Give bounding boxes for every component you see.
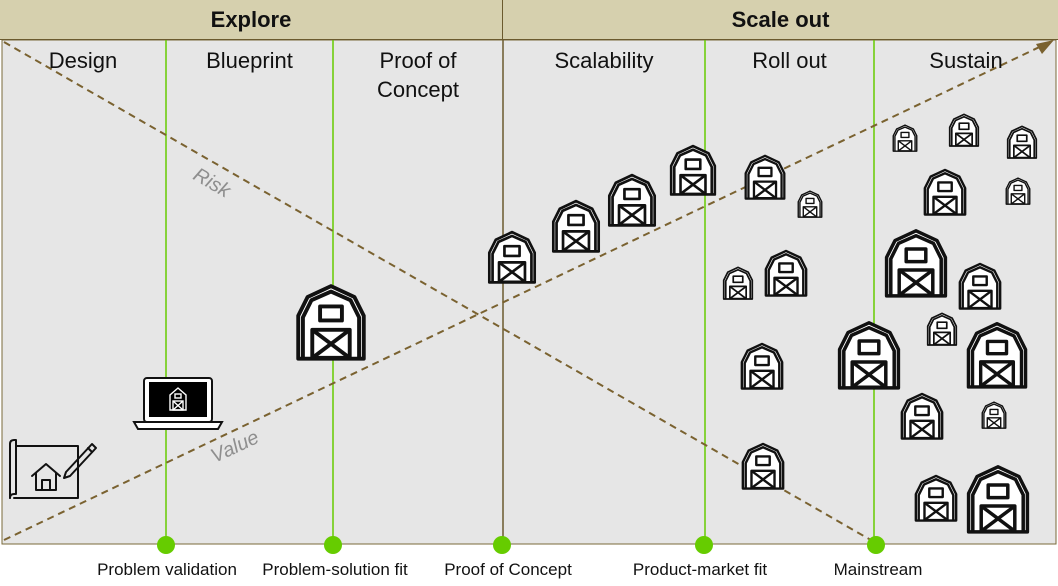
blueprint-house-pencil-icon <box>9 439 97 499</box>
column-label-roll-out: Roll out <box>752 48 827 73</box>
barn-icon <box>669 144 717 196</box>
milestone-dot-4 <box>695 536 713 554</box>
milestone-dot-2 <box>324 536 342 554</box>
column-label-blueprint: Blueprint <box>206 48 293 73</box>
barn-icon <box>837 321 901 390</box>
column-label-proof-of-concept: Proof of Concept <box>377 48 459 102</box>
barn-icon <box>966 465 1030 534</box>
milestone-label-proof-of-concept: Proof of Concept <box>444 560 572 579</box>
milestone-dot-1 <box>157 536 175 554</box>
barn-icon <box>914 474 958 522</box>
barn-icon <box>892 124 918 152</box>
barn-icon <box>926 312 958 346</box>
milestone-label-problem-validation: Problem validation <box>97 560 237 579</box>
barn-icon <box>1005 177 1031 205</box>
barn-icon <box>900 392 944 440</box>
phase-label: Explore <box>210 6 292 32</box>
barn-icon <box>764 249 808 297</box>
barn-icon <box>607 173 657 227</box>
milestone-label-problem-solution-fit: Problem-solution fit <box>262 560 408 579</box>
barn-icon <box>981 401 1007 429</box>
diagram-panel <box>1 39 1057 545</box>
barn-icon <box>744 154 786 200</box>
column-label-design: Design <box>48 48 118 73</box>
barn-icon <box>923 168 967 216</box>
barn-icon <box>551 199 601 253</box>
barn-icon <box>884 229 948 298</box>
phase-header-scale-out: Scale out <box>503 0 1058 40</box>
barn-icon <box>1006 125 1038 159</box>
barn-icon <box>487 230 537 284</box>
milestone-dot-3 <box>493 536 511 554</box>
barn-icon <box>740 342 784 390</box>
barn-icon <box>797 190 823 218</box>
laptop-barn-icon <box>132 377 224 430</box>
milestone-label-product-market-fit: Product-market fit <box>632 560 768 579</box>
barn-icon <box>741 442 785 490</box>
barn-icon <box>948 113 980 147</box>
barn-icon <box>722 266 754 300</box>
value-arrowhead <box>1036 40 1054 54</box>
milestone-dot-5 <box>867 536 885 554</box>
milestone-label-mainstream: Mainstream <box>833 560 923 579</box>
phase-label: Scale out <box>731 6 830 32</box>
phase-header-explore: Explore <box>0 0 503 40</box>
column-label-scalability: Scalability <box>554 48 654 73</box>
barn-icon <box>958 262 1002 310</box>
value-curve <box>3 41 1051 541</box>
barn-icon <box>296 284 366 361</box>
barn-icon <box>966 322 1028 389</box>
column-label-sustain: Sustain <box>929 48 1003 73</box>
